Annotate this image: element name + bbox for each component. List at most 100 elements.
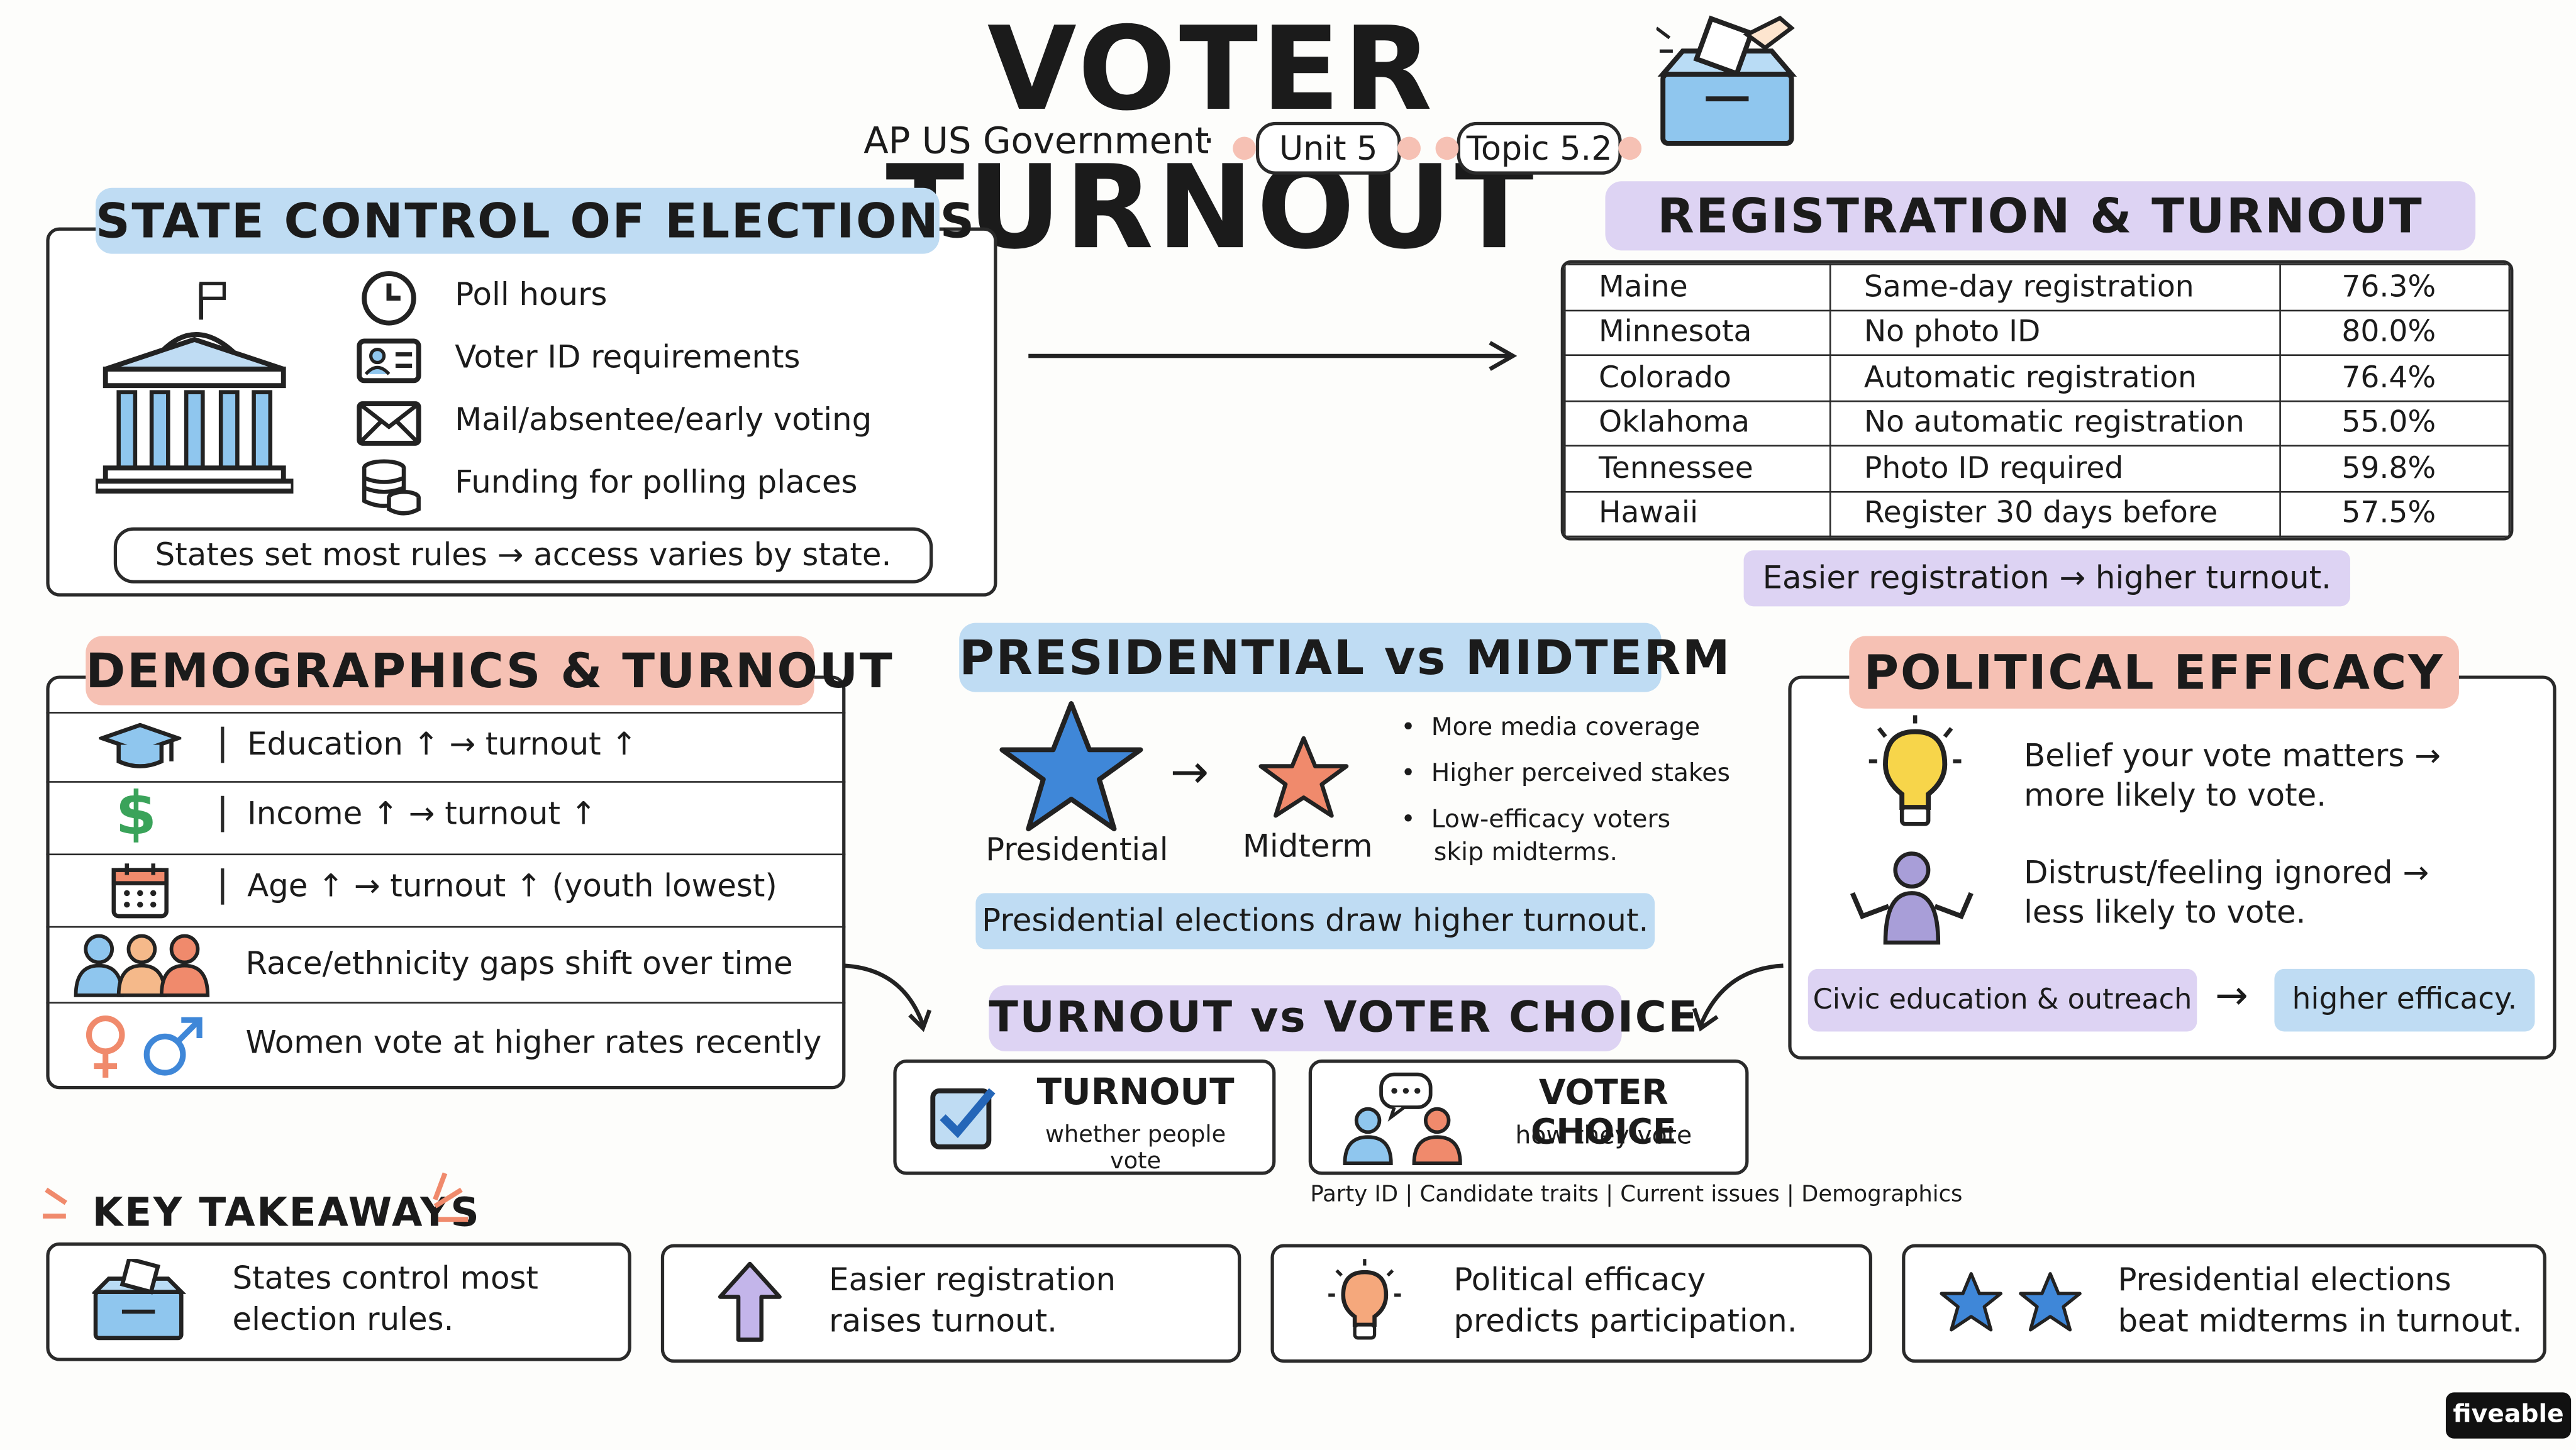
graduation-cap-icon (99, 722, 182, 768)
efficacy-distrust-line2: less likely to vote. (2024, 894, 2306, 931)
table-row: Oklahoma No automatic registration 55.0% (1563, 399, 2511, 447)
takeaway-line: States control most (232, 1260, 538, 1297)
section-highlight (1849, 636, 2459, 709)
people-discussing-icon (1343, 1072, 1462, 1166)
state-control-title: STATE CONTROL OF ELECTIONS (95, 192, 976, 249)
demographics-title: DEMOGRAPHICS & TURNOUT (86, 643, 894, 699)
demographics-row-label: Women vote at higher rates recently (245, 1025, 822, 1061)
turnout-cell: 80.0% (2279, 309, 2511, 357)
policy-cell: No photo ID (1829, 309, 2281, 357)
takeaway-line: election rules. (232, 1302, 454, 1338)
ballot-box-icon (92, 1259, 187, 1341)
arrow-glyph: → (1170, 744, 1209, 799)
registration-title: REGISTRATION & TURNOUT (1657, 187, 2424, 244)
section-highlight (1605, 181, 2476, 251)
choice-title: TURNOUT vs VOTER CHOICE (989, 993, 1699, 1043)
section-highlight (989, 985, 1622, 1051)
connector-arrow (1692, 963, 1784, 1032)
policy-cell: Automatic registration (1829, 354, 2281, 402)
bullet-item: • More media coverage (1401, 712, 1701, 742)
takeaway-line: Presidential elections (2118, 1262, 2451, 1299)
demographics-panel (46, 675, 846, 1090)
civic-education-chip: Civic education & outreach (1807, 968, 2197, 1032)
turnout-subtitle: whether people vote (1045, 1122, 1226, 1175)
row-divider (46, 1002, 846, 1004)
badge-dot (1618, 136, 1642, 160)
demographics-row-label: Income ↑ → turnout ↑ (221, 795, 597, 833)
gender-symbols-icon (86, 1015, 203, 1078)
voter-choice-label: VOTER CHOICE (1530, 1073, 1677, 1152)
state-control-item: Funding for polling places (455, 465, 858, 501)
table-row: Minnesota No photo ID 80.0% (1563, 309, 2511, 357)
takeaway-line: Political efficacy (1453, 1262, 1706, 1299)
fiveable-logo: fiveable (2445, 1392, 2572, 1439)
chip-arrow: → (2215, 972, 2248, 1019)
bullet-item: • Higher perceived stakes (1401, 758, 1730, 788)
calendar-icon (111, 863, 169, 919)
lightbulb-icon (1328, 1259, 1401, 1340)
midterm-label: Midterm (1242, 829, 1373, 865)
section-highlight (959, 623, 1662, 692)
presidential-label: Presidential (985, 832, 1169, 869)
turnout-cell: 59.8% (2279, 445, 2511, 492)
shrugging-person-icon (1850, 851, 1974, 945)
bullet-text: Higher perceived stakes (1431, 758, 1730, 788)
takeaway-line: beat midterms in turnout. (2118, 1303, 2523, 1340)
state-cell: Hawaii (1563, 490, 1831, 538)
row-divider (46, 781, 846, 783)
spark-lines-icon (433, 1172, 469, 1222)
table-row: Tennessee Photo ID required 59.8% (1563, 445, 2511, 492)
people-group-icon (74, 934, 210, 997)
demographics-row-label: Age ↑ → turnout ↑ (youth lowest) (221, 868, 777, 905)
demographics-rows (46, 675, 846, 1089)
table-row: Hawaii Register 30 days before 57.5% (1563, 490, 2511, 538)
up-arrow-icon (718, 1261, 782, 1342)
state-control-item: Mail/absentee/early voting (455, 402, 872, 439)
row-divider (46, 712, 846, 714)
takeaway-card (1902, 1244, 2546, 1363)
badge-dot (1397, 136, 1421, 160)
state-control-item: Poll hours (455, 277, 608, 313)
state-cell: Tennessee (1563, 445, 1831, 492)
badge-dot (1233, 136, 1256, 160)
section-highlight (86, 636, 814, 706)
state-cell: Maine (1563, 263, 1831, 311)
higher-efficacy-chip: higher efficacy. (2274, 968, 2535, 1032)
policy-cell: Photo ID required (1829, 445, 2281, 492)
table-row: Maine Same-day registration 76.3% (1563, 263, 2511, 311)
header-separator: · (1203, 121, 1215, 163)
turnout-label: TURNOUT (1036, 1073, 1235, 1114)
id-card-icon (357, 338, 421, 384)
dollar-sign-icon: $ (115, 781, 157, 849)
demographics-row-label: Education ↑ → turnout ↑ (221, 726, 637, 763)
capitol-building-icon (95, 282, 294, 494)
efficacy-belief-line1: Belief your vote matters → (2024, 738, 2441, 775)
efficacy-title: POLITICAL EFFICACY (1863, 644, 2445, 700)
state-cell: Minnesota (1563, 309, 1831, 357)
bullet-text: More media coverage (1431, 712, 1701, 742)
presidential-summary: Presidential elections draw higher turno… (975, 893, 1655, 949)
state-control-item: Voter ID requirements (455, 339, 801, 376)
turnout-cell: 55.0% (2279, 399, 2511, 447)
presidential-title: PRESIDENTIAL vs MIDTERM (959, 629, 1732, 686)
policy-cell: Register 30 days before (1829, 490, 2281, 538)
envelope-icon (357, 401, 421, 446)
policy-cell: Same-day registration (1829, 263, 2281, 311)
turnout-cell: 76.3% (2279, 263, 2511, 311)
voter-choice-subtitle: how they vote (1515, 1121, 1692, 1151)
bullet-text: Low-efficacy voters (1431, 804, 1671, 834)
coins-icon (362, 459, 421, 516)
turnout-cell: 57.5% (2279, 490, 2511, 538)
ballot-box-icon (1656, 15, 1797, 146)
bullet-continuation: skip midterms. (1433, 837, 1618, 867)
row-divider (46, 853, 846, 856)
takeaway-line: raises turnout. (829, 1303, 1057, 1340)
registration-summary: Easier registration → higher turnout. (1743, 550, 2350, 607)
state-cell: Oklahoma (1563, 399, 1831, 447)
connector-arrow (1028, 341, 1518, 371)
registration-table: Maine Same-day registration 76.3% Minnes… (1560, 260, 2514, 541)
demographics-row-label: Race/ethnicity gaps shift over time (245, 946, 793, 982)
spark-lines-icon (43, 1187, 68, 1219)
large-star-icon (999, 701, 1143, 832)
